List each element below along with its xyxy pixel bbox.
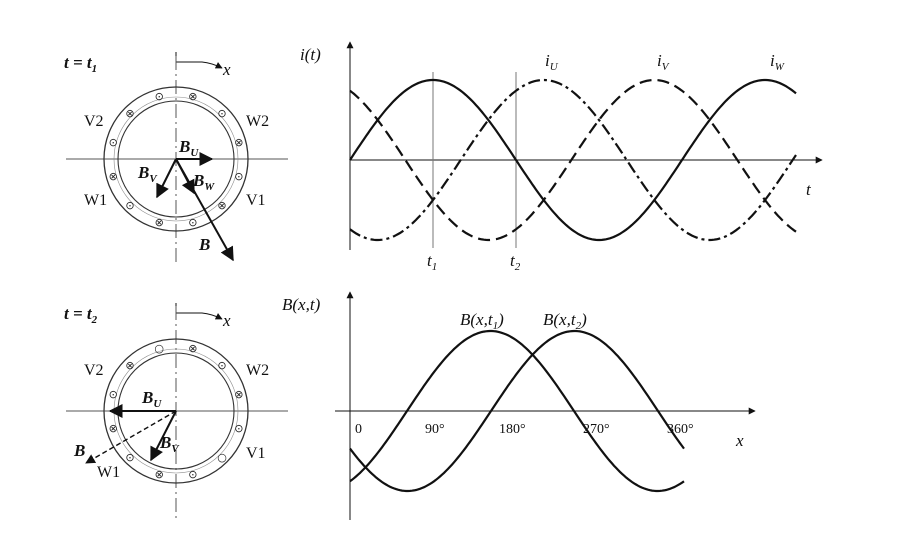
label-bv: BV <box>137 163 158 185</box>
vector-b-resultant <box>175 158 234 262</box>
coil-label-w1: W1 <box>84 192 107 209</box>
time-label-t2: t = t2 <box>64 304 98 326</box>
coil-label-v2: V2 <box>84 113 104 130</box>
rotation-arrow <box>175 52 223 69</box>
slot-markers: ⊗ ⊙ ⊗ ⊙ ○ ⊙ ⊗ ⊙ ⊗ ⊙ ⊗ ○ <box>109 342 244 481</box>
time-axis-label: t <box>806 180 812 199</box>
slot-conductor-mark: ⊗ <box>155 468 164 481</box>
slot-conductor-mark: ⊗ <box>188 90 197 103</box>
tick-label-180: 180° <box>499 422 526 437</box>
field-curve-label-t2: B(x,t2) <box>543 310 587 332</box>
slot-conductor-mark: ⊙ <box>109 136 118 149</box>
x-direction-label: x <box>222 311 231 330</box>
stator-inner-ring <box>117 100 235 218</box>
label-b: B <box>198 235 210 254</box>
slot-conductor-mark: ⊗ <box>188 342 197 355</box>
field-curve-label-t1: B(x,t1) <box>460 310 504 332</box>
series-iu-line <box>349 78 797 242</box>
slot-conductor-mark: ⊗ <box>109 422 118 435</box>
vector-b-resultant <box>85 410 177 464</box>
slot-conductor-mark: ⊙ <box>234 170 243 183</box>
field-y-axis-label: B(x,t) <box>282 295 321 314</box>
coil-label-w2: W2 <box>246 113 269 130</box>
label-bw: BW <box>192 171 215 193</box>
series-label-iu: iU <box>545 51 559 73</box>
field-curve-t2 <box>349 329 685 493</box>
slot-conductor-mark: ○ <box>217 451 227 464</box>
vector-bv <box>156 158 177 199</box>
slot-conductor-mark: ⊙ <box>217 107 226 120</box>
coil-label-w2: W2 <box>246 362 269 379</box>
slot-conductor-mark: ⊙ <box>155 90 164 103</box>
current-y-axis-label: i(t) <box>300 45 321 64</box>
coil-label-v2: V2 <box>84 362 104 379</box>
slot-conductor-mark: ⊙ <box>217 359 226 372</box>
tick-label-90: 90° <box>425 422 445 437</box>
slot-conductor-mark: ⊗ <box>109 170 118 183</box>
rotation-arrow <box>175 303 223 320</box>
slot-conductor-mark: ⊗ <box>155 216 164 229</box>
slot-conductor-mark: ⊗ <box>234 136 243 149</box>
stator-outer-ring <box>103 86 249 232</box>
slot-conductor-mark: ⊗ <box>234 388 243 401</box>
slot-markers: ⊗ ⊙ ⊗ ⊙ ⊗ ⊙ ⊗ ⊙ ⊗ ⊙ ⊗ ⊙ <box>109 90 244 229</box>
slot-conductor-mark: ⊗ <box>125 359 134 372</box>
phase-current-plot: i(t) t t1 t2 iU iV iW <box>300 41 823 273</box>
slot-conductor-mark: ⊙ <box>234 422 243 435</box>
stator-slot-ring <box>113 96 239 222</box>
label-bu: BU <box>178 137 199 159</box>
series-iv-line <box>349 78 797 242</box>
label-bv: BV <box>159 433 180 455</box>
marker-label-t2: t2 <box>510 251 521 273</box>
angle-axis-label: x <box>735 431 744 450</box>
slot-conductor-mark: ⊗ <box>125 107 134 120</box>
time-label-t1: t = t1 <box>64 53 97 75</box>
field-curve-t1 <box>349 329 685 493</box>
tick-label-0: 0 <box>355 422 362 437</box>
stator-outer-ring <box>103 338 249 484</box>
series-label-iv: iV <box>657 51 670 73</box>
series-label-iw: iW <box>770 51 785 73</box>
slot-conductor-mark: ⊙ <box>188 468 197 481</box>
marker-label-t1: t1 <box>427 251 437 273</box>
slot-conductor-mark: ⊙ <box>188 216 197 229</box>
x-direction-label: x <box>222 60 231 79</box>
series-iw-line <box>349 78 797 242</box>
field-distribution-plot: B(x,t) x 0 90° 180° 270° 360° B(x,t1) B(… <box>282 291 756 520</box>
slot-conductor-mark: ⊗ <box>217 199 226 212</box>
slot-conductor-mark: ⊙ <box>125 451 134 464</box>
stator-diagram-t2: t = t2 x ⊗ ⊙ ⊗ ⊙ ○ ⊙ ⊗ ⊙ ⊗ ⊙ ⊗ ○ BU BV B V2 W2 W1 V… <box>64 303 288 520</box>
stator-diagram-t1: t = t1 x ⊗ ⊙ ⊗ ⊙ ⊗ ⊙ ⊗ ⊙ ⊗ ⊙ ⊗ ⊙ BU BV BW B V2 W2 W… <box>64 52 288 262</box>
slot-conductor-mark: ⊙ <box>125 199 134 212</box>
vector-bv <box>150 410 177 462</box>
slot-conductor-mark: ⊙ <box>109 388 118 401</box>
coil-label-v1: V1 <box>246 445 266 462</box>
coil-label-v1: V1 <box>246 192 266 209</box>
slot-conductor-mark: ○ <box>154 342 164 355</box>
label-bu: BU <box>141 388 162 410</box>
coil-label-w1: W1 <box>97 464 120 481</box>
label-b: B <box>73 441 85 460</box>
